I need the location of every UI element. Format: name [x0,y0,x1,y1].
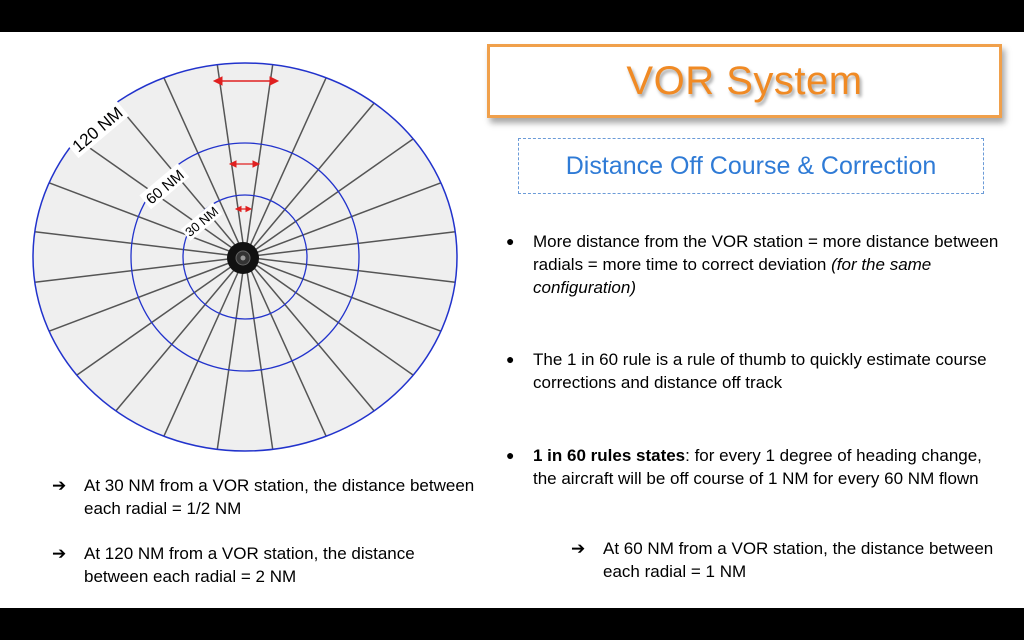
left-note-1: ➔ At 30 NM from a VOR station, the dista… [52,474,479,520]
arrow-right-icon: ➔ [52,544,67,563]
bullet-2: ● The 1 in 60 rule is a rule of thumb to… [506,348,1008,394]
radial-line [244,138,414,258]
radial-line [34,230,246,258]
bullet-3-bold: 1 in 60 rules states [533,446,686,465]
left-note-2-text: At 120 NM from a VOR station, the distan… [84,544,415,586]
bullet-1-text: More distance from the VOR station = mor… [533,232,999,274]
left-note-2: ➔ At 120 NM from a VOR station, the dist… [52,542,479,588]
left-note-1-text: At 30 NM from a VOR station, the distanc… [84,476,475,518]
distance-arrow-60 [228,160,261,168]
bullet-3-text: : for every 1 degree of heading change, … [533,446,982,488]
radial-line [244,77,327,258]
bullet-dot-icon: ● [506,351,515,367]
bullet-1: ● More distance from the VOR station = m… [506,230,1008,299]
radial-line [244,256,442,332]
slide-subtitle: Distance Off Course & Correction [565,151,937,180]
distance-arrow-30 [234,205,253,213]
radial-line [244,256,456,284]
radial-line [244,256,375,412]
slide-title: VOR System [626,58,863,103]
radial-line [244,182,442,258]
bullet-dot-icon: ● [506,233,515,249]
ring-120nm [32,62,458,452]
arrow-right-icon: ➔ [571,539,586,558]
bullet-dot-icon: ● [506,447,515,463]
arrow-right-icon: ➔ [52,476,67,495]
ring-60nm [130,142,360,372]
sub-bullet: ➔ At 60 NM from a VOR station, the dista… [571,537,998,583]
sub-bullet-text: At 60 NM from a VOR station, the distanc… [603,539,994,581]
radial-line [244,102,375,258]
radial-line [163,77,246,258]
radial-line [76,256,246,376]
bullet-3: ● 1 in 60 rules states: for every 1 degr… [506,444,983,490]
radial-line [244,230,456,258]
subtitle-box: Distance Off Course & Correction [518,138,984,194]
vor-radial-diagram: 120 NM 60 NM 30 NM [32,62,458,452]
bullet-1-italic: (for the same configuration) [533,255,932,297]
radial-line [48,256,246,332]
radial-line [244,256,414,376]
radial-line [216,64,246,258]
bullet-2-text: The 1 in 60 rule is a rule of thumb to q… [533,350,987,392]
radial-line [48,182,246,258]
distance-arrow-120 [212,76,280,86]
radial-line [244,256,327,437]
radial-line [115,256,246,412]
radial-line [34,256,246,284]
ring-30nm [182,194,308,320]
radial-line [244,64,274,258]
slide: 120 NM 60 NM 30 NM VOR System Distance O… [0,32,1024,608]
radial-line [163,256,246,437]
title-box: VOR System [487,44,1002,118]
radial-line [216,256,246,450]
radial-line [244,256,274,450]
